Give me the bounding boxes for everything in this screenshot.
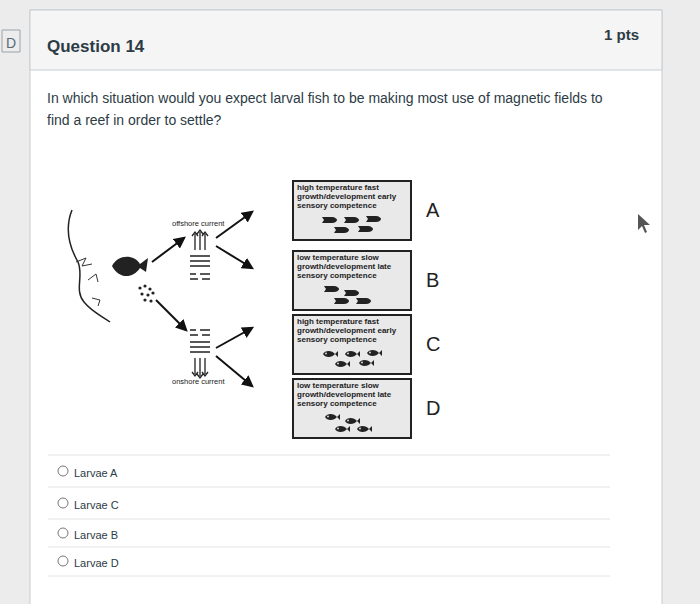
condition-box: low temperature slow growth/development …: [292, 378, 412, 439]
condition-box: low temperature slow growth/development …: [292, 250, 412, 311]
offshore-current-symbol: [190, 230, 210, 279]
question-title: Question 14: [47, 37, 144, 57]
question-text: In which situation would you expect larv…: [47, 88, 622, 131]
condition-text: low temperature slow growth/development …: [297, 382, 407, 409]
box-letter: B: [426, 269, 439, 292]
condition-text: high temperature fast growth/development…: [297, 318, 407, 345]
points-label: 1 pts: [604, 23, 639, 46]
current-label: onshore current: [172, 376, 225, 388]
radio-buttons: [58, 466, 68, 566]
flag-letter: D: [6, 33, 16, 55]
answer-option: Larvae D: [74, 555, 119, 572]
larvae-icons: [317, 213, 387, 237]
mouse-cursor: [638, 214, 650, 233]
box-letter: C: [426, 333, 440, 356]
larvae-dots: [138, 284, 154, 302]
condition-text: high temperature fast growth/development…: [297, 184, 407, 211]
condition-text: low temperature slow growth/development …: [297, 254, 407, 281]
larvae-icons: [317, 283, 387, 307]
question-header: [30, 10, 662, 70]
onshore-current-symbol: [190, 330, 210, 378]
box-letter: A: [426, 199, 439, 222]
larvae-icons: [317, 347, 387, 371]
answer-separators: [48, 455, 610, 576]
answer-option: Larvae C: [74, 497, 119, 514]
current-label: offshore current: [172, 218, 224, 230]
answer-option: Larvae B: [74, 527, 118, 544]
box-letter: D: [426, 397, 440, 420]
dispersal-arrows: [152, 212, 252, 386]
adult-fish: [112, 257, 148, 276]
condition-box: high temperature fast growth/development…: [292, 180, 412, 241]
coral: [76, 258, 100, 306]
larvae-icons: [317, 411, 387, 435]
answer-option: Larvae A: [74, 465, 117, 482]
condition-box: high temperature fast growth/development…: [292, 314, 412, 375]
coastline: [68, 210, 110, 322]
question-card: [30, 10, 662, 604]
